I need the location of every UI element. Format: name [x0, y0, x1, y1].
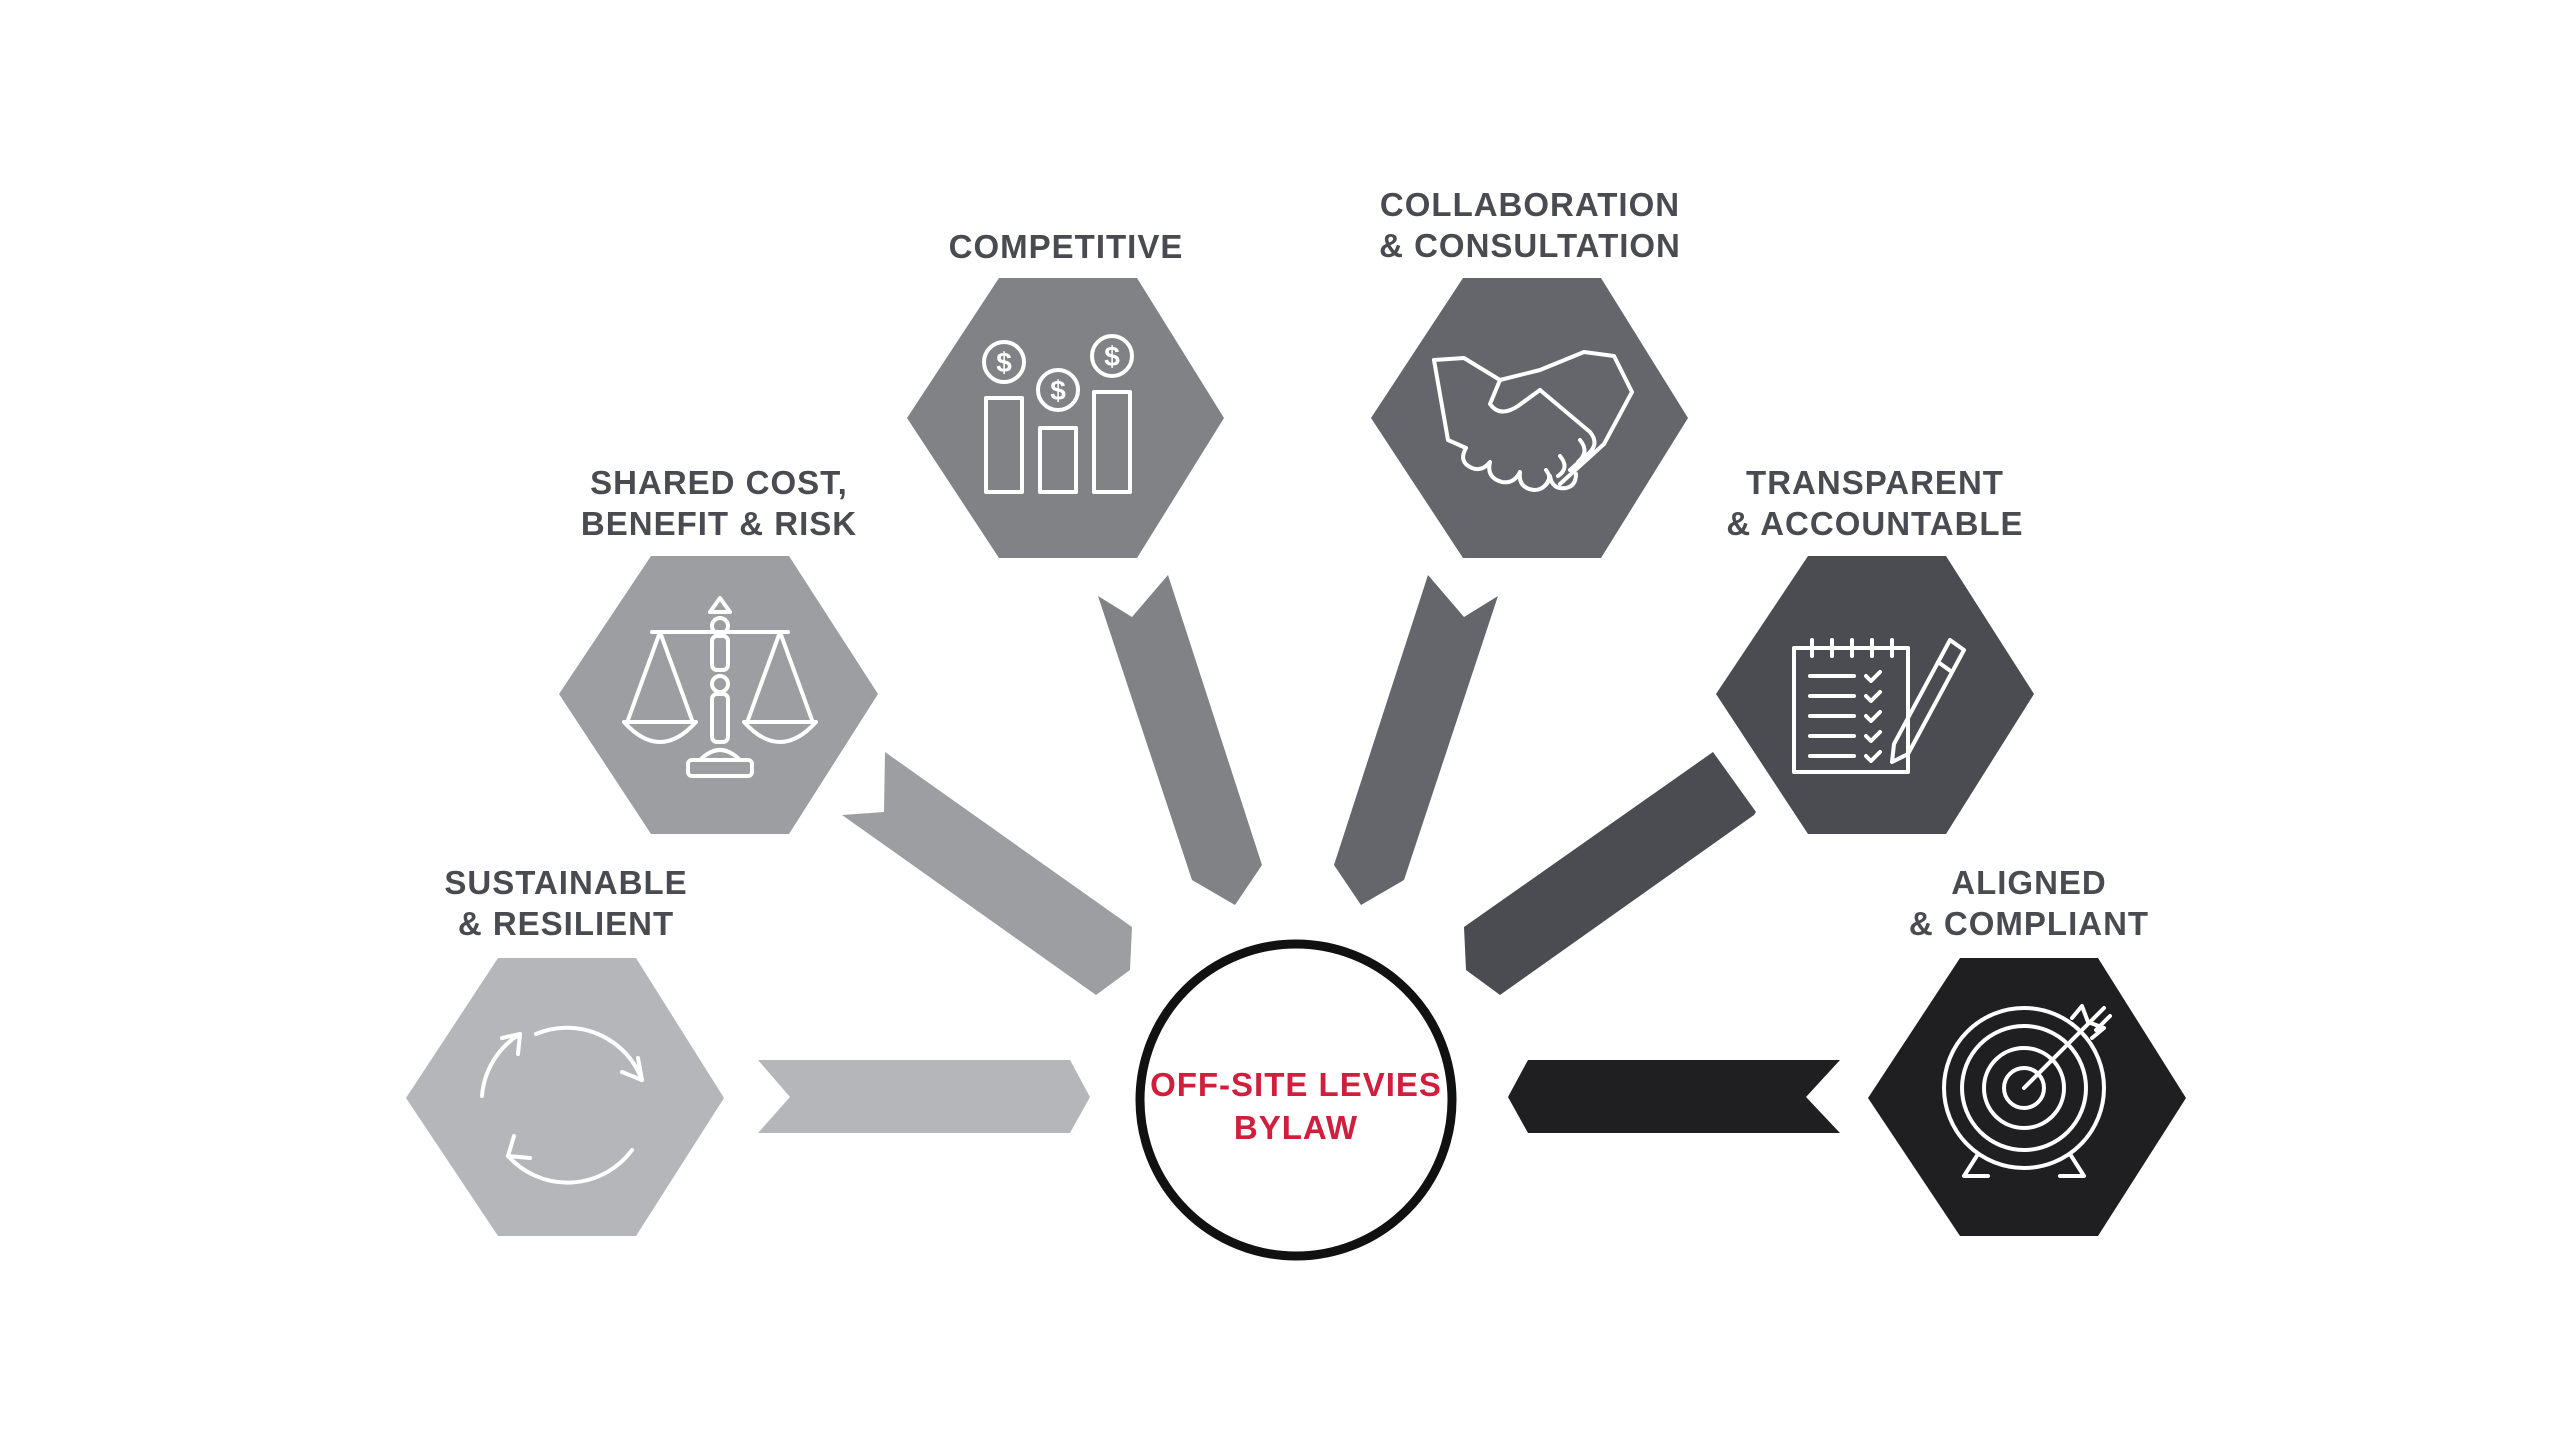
svg-text:$: $ [1104, 341, 1120, 372]
arrow-shared [842, 752, 1132, 995]
label-collaboration: COLLABORATION & CONSULTATION [1379, 184, 1681, 266]
arrow-transparent [1464, 752, 1756, 995]
hexagon-sustainable [406, 958, 724, 1236]
hexagon-collaboration [1371, 278, 1688, 558]
hexagon-aligned [1868, 958, 2186, 1236]
label-shared-line1: SHARED COST, [590, 464, 848, 501]
svg-text:$: $ [1050, 375, 1066, 406]
center-title-line1: OFF-SITE LEVIES [1150, 1066, 1442, 1103]
label-competitive-line1: COMPETITIVE [948, 228, 1184, 265]
arrow-competitive [1098, 575, 1262, 905]
label-competitive: COMPETITIVE [949, 226, 1184, 267]
arrow-sustainable [758, 1060, 1090, 1133]
label-transparent-line2: & ACCOUNTABLE [1726, 505, 2024, 542]
label-aligned: ALIGNED & COMPLIANT [1909, 862, 2149, 944]
arrow-collaboration [1334, 575, 1498, 905]
label-transparent-line1: TRANSPARENT [1746, 464, 2004, 501]
arrow-aligned [1508, 1060, 1840, 1133]
clipboard-pen-icon [1792, 638, 1966, 774]
recycle-arrows-icon [480, 1025, 644, 1185]
label-shared-line2: BENEFIT & RISK [580, 505, 858, 542]
hexagon-competitive [907, 278, 1224, 558]
label-sustainable: SUSTAINABLE & RESILIENT [444, 862, 687, 944]
label-shared: SHARED COST, BENEFIT & RISK [581, 462, 857, 544]
label-sustainable-line2: & RESILIENT [457, 905, 675, 942]
target-arrow-icon [1942, 1004, 2112, 1178]
center-title-line2: BYLAW [1233, 1109, 1359, 1146]
label-transparent: TRANSPARENT & ACCOUNTABLE [1726, 462, 2023, 544]
label-collaboration-line1: COLLABORATION [1379, 186, 1681, 223]
svg-text:$: $ [996, 347, 1012, 378]
arrows [758, 575, 1840, 1133]
bar-chart-coins-icon: $ $ $ [982, 334, 1134, 494]
handshake-icon [1432, 350, 1634, 492]
label-aligned-line2: & COMPLIANT [1908, 905, 2150, 942]
label-collaboration-line2: & CONSULTATION [1379, 227, 1681, 264]
center-title: OFF-SITE LEVIES BYLAW [1150, 1063, 1442, 1149]
scales-icon [622, 596, 818, 778]
label-aligned-line1: ALIGNED [1951, 864, 2107, 901]
center-circle [1135, 939, 1457, 1261]
hexagons [406, 278, 2186, 1236]
label-sustainable-line1: SUSTAINABLE [444, 864, 688, 901]
